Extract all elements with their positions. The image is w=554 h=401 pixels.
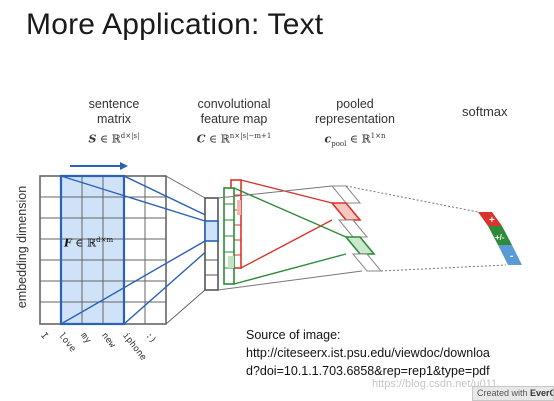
pooled-vector	[330, 185, 383, 272]
filter-outline	[59, 174, 126, 326]
source-citation: Source of image: http://citeseerx.ist.ps…	[246, 326, 490, 380]
softmax-label: softmax	[462, 104, 508, 119]
softmax-minus-label: -	[510, 251, 513, 262]
red-pooling-lines	[240, 179, 333, 269]
conv-label-line1: convolutional	[197, 97, 271, 111]
filter-projection-lines	[60, 175, 219, 325]
sentence-matrix-grid	[39, 175, 167, 325]
softmax-output-boxes: + +/- -	[478, 212, 522, 265]
conv-feature-maps	[204, 179, 242, 291]
sentence-matrix-label-line2: matrix	[96, 112, 132, 126]
source-line1: Source of image:	[246, 328, 341, 342]
pooled-label: pooled representation cpool ∈ ℝ1×n	[300, 97, 410, 152]
conv-label-line2: feature map	[200, 112, 268, 126]
sentence-matrix-math: S ∈ ℝd×|s|	[88, 132, 140, 146]
conv-math: C ∈ ℝn×|s|−m+1	[196, 132, 272, 146]
source-url-line2[interactable]: d?doi=10.1.1.703.6858&rep=rep1&type=pdf	[246, 364, 490, 378]
filter-highlight	[61, 176, 124, 324]
pooled-label-line2: representation	[315, 112, 395, 126]
evercam-badge: Created with EverCa	[472, 386, 554, 401]
source-url-line1[interactable]: http://citeseerx.ist.psu.edu/viewdoc/dow…	[246, 346, 490, 360]
softmax-plus-label: +	[489, 215, 495, 226]
pooled-label-line1: pooled	[336, 97, 374, 111]
sentence-matrix-label-line1: sentence	[88, 97, 140, 111]
badge-brand: EverCa	[530, 388, 553, 398]
sentence-matrix-label: sentence matrix S ∈ ℝd×|s|	[74, 97, 154, 147]
conv-feature-map-label: convolutional feature map C ∈ ℝn×|s|−m+1	[184, 97, 284, 147]
badge-prefix: Created with	[477, 388, 531, 398]
softmax-neutral-label: +/-	[495, 233, 505, 242]
pooled-math: cpool ∈ ℝ1×n	[324, 132, 386, 148]
slide-arrow	[70, 162, 128, 170]
filter-math-label: F ∈ ℝd×m	[64, 236, 114, 250]
softmax-connections	[345, 185, 507, 272]
matrix-projection-lines	[165, 175, 206, 325]
grey-pooling-lines	[217, 185, 363, 291]
green-pooling-lines	[233, 187, 347, 285]
slide-title: More Application: Text	[26, 8, 324, 41]
